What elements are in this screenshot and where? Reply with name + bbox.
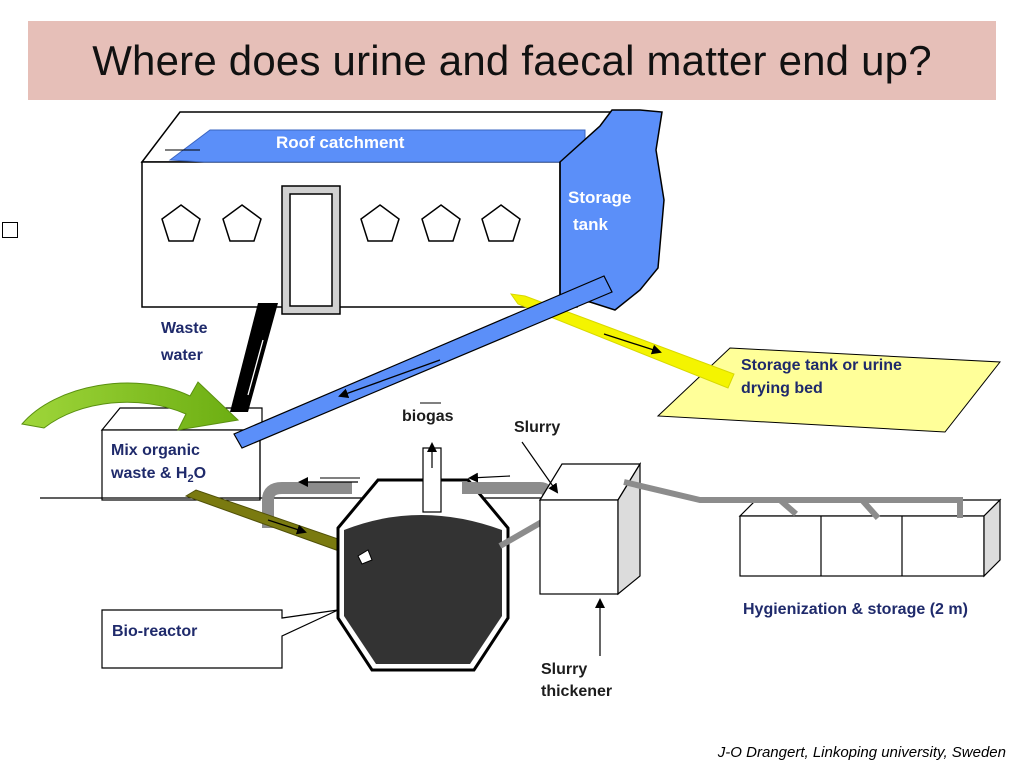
reactor-contents [344, 515, 502, 664]
slurry-pointer-arrow [521, 441, 559, 494]
slurry-thickener-label-line2: thickener [541, 683, 612, 700]
mix-label-line1: Mix organic [111, 442, 200, 459]
green-input-arrow-icon [21, 381, 240, 431]
slurry-return-arrow [468, 472, 511, 483]
storage-tank: Storage tank [559, 109, 665, 311]
bio-reactor-label: Bio-reactor [112, 623, 197, 640]
bullet-box-icon [2, 222, 18, 238]
credit-text: J-O Drangert, Linkoping university, Swed… [717, 744, 1006, 761]
bio-reactor-callout: Bio-reactor [101, 609, 339, 669]
slurry-thickener-label-line1: Slurry [541, 661, 587, 678]
mix-label-line2: waste & H2O [110, 465, 206, 485]
bio-reactor [336, 442, 510, 672]
title-bar: Where does urine and faecal matter end u… [28, 21, 996, 100]
distribution-pipe [623, 479, 963, 518]
hygienization-units [739, 515, 985, 577]
waste-water-pipe [230, 303, 278, 412]
waste-water-label-line2: water [160, 347, 203, 364]
urine-bed-area [656, 347, 1001, 433]
urine-bed-label-line2: drying bed [741, 380, 823, 397]
slide-title: Where does urine and faecal matter end u… [92, 36, 932, 84]
urine-bed-label-line1: Storage tank or urine [741, 357, 902, 374]
roof-catchment: Roof catchment [165, 129, 586, 163]
pentagon-window-icon [161, 204, 201, 242]
thickener-front [539, 499, 619, 595]
storage-tank-label-line2: tank [573, 215, 609, 234]
biogas-label: biogas [402, 408, 454, 425]
house-door [281, 185, 341, 315]
hygienization-storage [738, 498, 1002, 578]
storage-tank-label-line1: Storage [568, 188, 631, 207]
mix-box-front [101, 429, 261, 501]
pentagon-window-icon [360, 204, 400, 242]
urine-flow-arrow [603, 333, 662, 355]
slurry-label: Slurry [514, 419, 560, 436]
slurry-thickener [538, 461, 642, 596]
waste-water-label-line1: Waste [161, 320, 208, 337]
pentagon-window-icon [222, 204, 262, 242]
mix-box: Mix organic waste & H2O [100, 407, 263, 501]
urine-pipe [509, 293, 735, 389]
pentagon-window-icon [481, 204, 521, 242]
urine-drying-bed: Storage tank or urine drying bed [656, 347, 1001, 433]
blue-water-pipe [233, 275, 613, 449]
roof-catchment-label: Roof catchment [276, 133, 405, 152]
hygienization-label: Hygienization & storage (2 m) [743, 601, 968, 618]
pentagon-window-icon [421, 204, 461, 242]
inlet-flow-arrow [267, 519, 307, 535]
grey-feed-pipe [262, 482, 352, 528]
water-flow-arrow [338, 359, 441, 398]
